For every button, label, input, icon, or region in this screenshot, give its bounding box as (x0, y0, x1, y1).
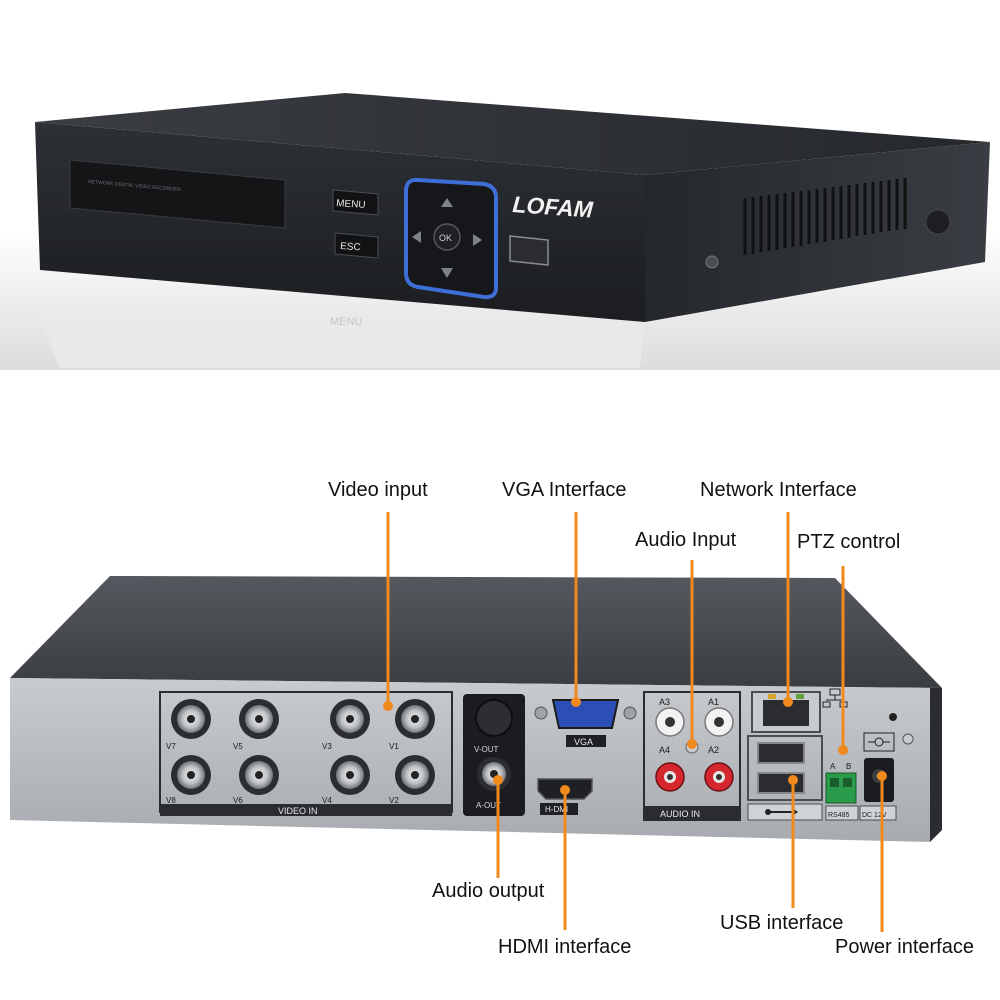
callout-network-interface: Network Interface (700, 479, 857, 501)
callout-vga-interface: VGA Interface (502, 479, 627, 501)
callout-hdmi-interface: HDMI interface (498, 936, 632, 958)
brand-logo: LOFAM (512, 191, 595, 223)
menu-button-label: MENU (336, 198, 366, 211)
channel-label: V3 (322, 742, 332, 751)
callout-power-interface: Power interface (835, 936, 974, 958)
channel-label: V5 (233, 742, 243, 751)
bnc-connector[interactable] (171, 699, 211, 739)
usb-port[interactable] (757, 742, 805, 764)
v-out-port[interactable] (475, 699, 513, 737)
bnc-connector[interactable] (395, 755, 435, 795)
arrow-left-icon[interactable] (412, 231, 421, 243)
ok-button-label: OK (439, 233, 452, 243)
vga-label: VGA (574, 737, 593, 747)
rs485-label: RS485 (828, 812, 850, 819)
audio-channel-label: A2 (708, 745, 719, 755)
channel-label: V1 (389, 742, 399, 751)
reflection-text: MENU (330, 316, 362, 328)
screw-icon (902, 733, 914, 745)
rca-white-port[interactable] (704, 707, 734, 737)
vga-screw (623, 706, 637, 720)
callout-usb-interface: USB interface (720, 912, 844, 934)
audio-channel-label: A4 (659, 745, 670, 755)
front-view: MENU NETWORK DIGITAL VIDEO RECORDER MENU… (0, 93, 1000, 370)
rca-red-port[interactable] (704, 762, 734, 792)
menu-button[interactable]: MENU (332, 189, 379, 216)
vga-port[interactable] (551, 699, 620, 729)
audio-channel-label: A3 (659, 697, 670, 707)
channel-label: V2 (389, 796, 399, 805)
rca-white-port[interactable] (655, 707, 685, 737)
esc-button-label: ESC (340, 241, 361, 253)
callout-video-input: Video input (328, 479, 428, 501)
v-out-label: V-OUT (474, 745, 499, 754)
callout-audio-input: Audio Input (635, 529, 737, 551)
bnc-connector[interactable] (330, 755, 370, 795)
bnc-connector[interactable] (171, 755, 211, 795)
rear-device-side (930, 688, 942, 842)
video-in-label: VIDEO IN (278, 806, 318, 816)
channel-label: V6 (233, 796, 243, 805)
audio-in-label: AUDIO IN (660, 809, 700, 819)
rca-red-port[interactable] (655, 762, 685, 792)
dc-label: DC 12V (862, 812, 887, 819)
vga-screw (534, 706, 548, 720)
rs485-pin-label: B (846, 762, 851, 771)
vent-grille (743, 178, 907, 255)
callout-ptz-control: PTZ control (797, 531, 901, 553)
device-top (35, 93, 990, 175)
dc-polarity-icon (863, 732, 895, 752)
a-out-label: A-OUT (476, 801, 501, 810)
ok-button[interactable] (433, 223, 461, 251)
channel-label: V8 (166, 796, 176, 805)
nav-pad[interactable]: OK (404, 177, 498, 300)
audio-channel-label: A1 (708, 697, 719, 707)
bnc-connector[interactable] (330, 699, 370, 739)
hdmi-label: H-DMI (545, 805, 568, 814)
screw-icon (705, 255, 719, 269)
rear-device-top (10, 576, 942, 688)
bnc-connector[interactable] (239, 755, 279, 795)
bnc-connector[interactable] (395, 699, 435, 739)
arrow-right-icon[interactable] (473, 234, 482, 246)
a-out-port[interactable] (477, 757, 511, 791)
channel-label: V4 (322, 796, 332, 805)
arrow-up-icon[interactable] (441, 198, 453, 207)
callout-audio-output: Audio output (432, 880, 545, 902)
led-indicator (889, 713, 897, 721)
arrow-down-icon[interactable] (441, 268, 453, 278)
channel-label: V7 (166, 742, 176, 751)
network-icon (822, 688, 848, 708)
power-button[interactable] (509, 235, 549, 266)
fan-hole-icon (925, 209, 951, 235)
rs485-pin-label: A (830, 762, 836, 771)
display-strip (69, 159, 286, 229)
bnc-connector[interactable] (239, 699, 279, 739)
esc-button[interactable]: ESC (334, 232, 379, 259)
